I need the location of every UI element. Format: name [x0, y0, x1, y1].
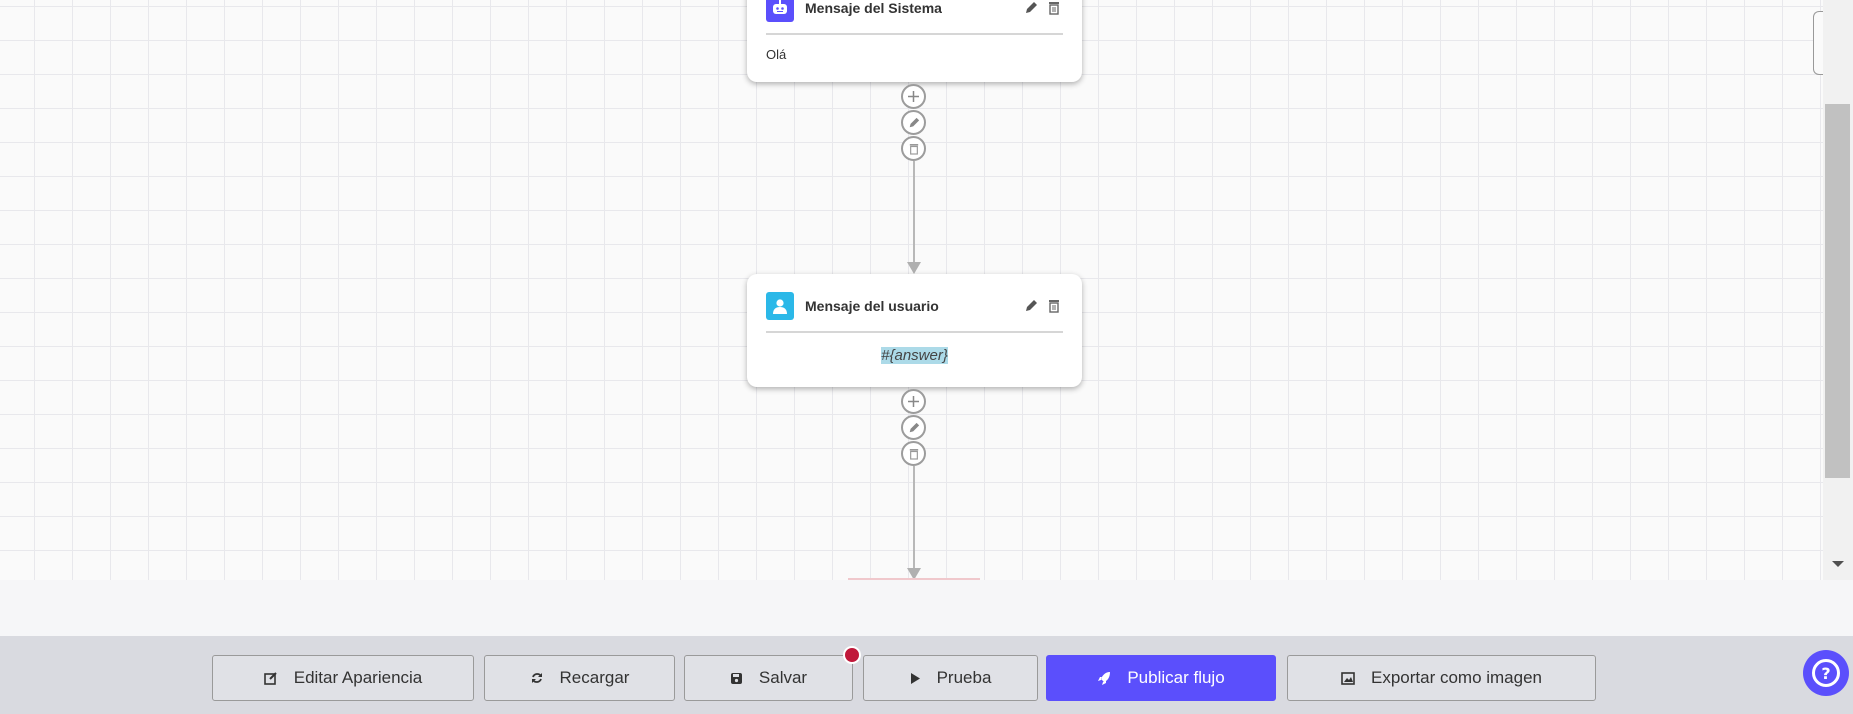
delete-connection-button[interactable] [901, 136, 926, 161]
user-icon [766, 292, 794, 320]
edit-connection-button[interactable] [901, 110, 926, 135]
node-divider [766, 33, 1063, 35]
node-title: Mensaje del usuario [805, 298, 939, 314]
next-node-edge [848, 578, 980, 580]
add-node-button[interactable] [901, 84, 926, 109]
connector-line [913, 161, 915, 263]
publish-flow-button[interactable]: Publicar flujo [1046, 655, 1276, 701]
question-circle-icon: ? [1812, 659, 1840, 687]
test-label: Prueba [936, 668, 992, 687]
flow-canvas[interactable]: Mensaje del Sistema Olá Mensaje del usua… [0, 0, 1823, 580]
image-icon [1341, 671, 1355, 685]
refresh-icon [531, 673, 542, 683]
export-image-button[interactable]: Exportar como imagen [1287, 655, 1596, 701]
reload-label: Recargar [559, 668, 630, 687]
reload-button[interactable]: Recargar [484, 655, 675, 701]
trash-icon[interactable] [1045, 0, 1063, 17]
edit-connection-button[interactable] [901, 415, 926, 440]
node-content: Olá [766, 47, 787, 62]
node-card-system[interactable]: Mensaje del Sistema Olá [747, 0, 1082, 82]
save-label: Salvar [758, 668, 808, 687]
scroll-down-arrow-icon[interactable] [1832, 561, 1844, 567]
scrollbar-thumb[interactable] [1825, 104, 1850, 478]
help-button[interactable]: ? [1803, 650, 1849, 696]
connector-arrow [907, 568, 921, 580]
svg-text:?: ? [1821, 664, 1830, 683]
pencil-icon[interactable] [1022, 0, 1040, 17]
add-node-button[interactable] [901, 389, 926, 414]
vertical-scrollbar[interactable] [1823, 0, 1853, 580]
robot-icon [766, 0, 794, 22]
save-icon [730, 672, 742, 684]
bottom-toolbar: Editar Apariencia Recargar Salvar Prueba… [0, 636, 1853, 714]
node-content: #{answer} [881, 347, 948, 364]
unsaved-changes-indicator [843, 646, 861, 664]
node-divider [766, 331, 1063, 333]
save-button[interactable]: Salvar [684, 655, 853, 701]
minimap[interactable] [1813, 11, 1823, 75]
play-icon [910, 672, 920, 684]
rocket-icon [1098, 671, 1111, 685]
trash-icon[interactable] [1045, 297, 1063, 315]
pencil-icon[interactable] [1022, 297, 1040, 315]
edit-appearance-label: Editar Apariencia [293, 668, 423, 687]
publish-flow-label: Publicar flujo [1127, 668, 1225, 687]
node-card-user[interactable]: Mensaje del usuario #{answer} [747, 274, 1082, 387]
test-button[interactable]: Prueba [863, 655, 1038, 701]
node-title: Mensaje del Sistema [805, 0, 942, 16]
edit-icon [263, 672, 277, 685]
connector-line [913, 466, 915, 570]
export-image-label: Exportar como imagen [1370, 668, 1543, 687]
delete-connection-button[interactable] [901, 441, 926, 466]
connector-arrow [907, 262, 921, 274]
edit-appearance-button[interactable]: Editar Apariencia [212, 655, 474, 701]
